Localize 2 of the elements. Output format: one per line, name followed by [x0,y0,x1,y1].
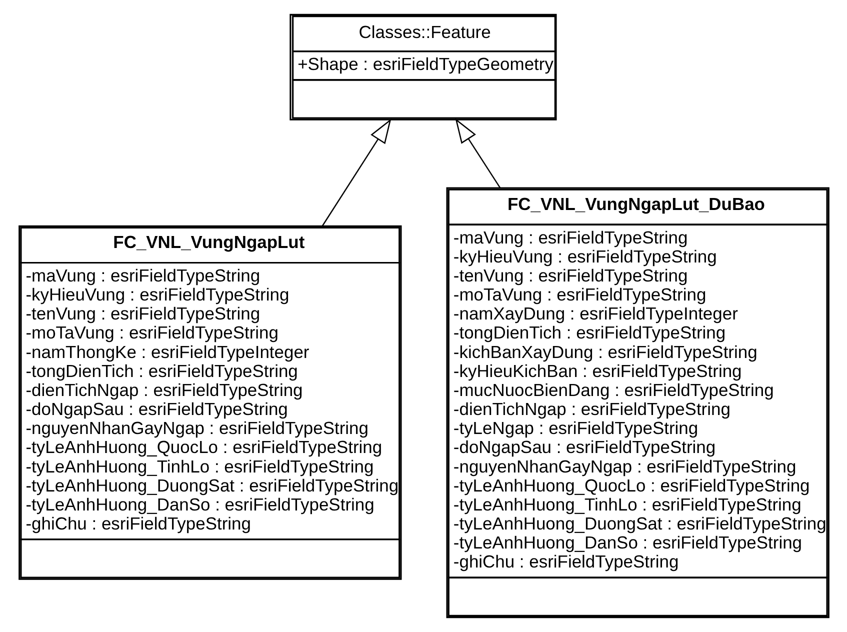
arrow [454,118,500,188]
arrow [321,118,391,226]
